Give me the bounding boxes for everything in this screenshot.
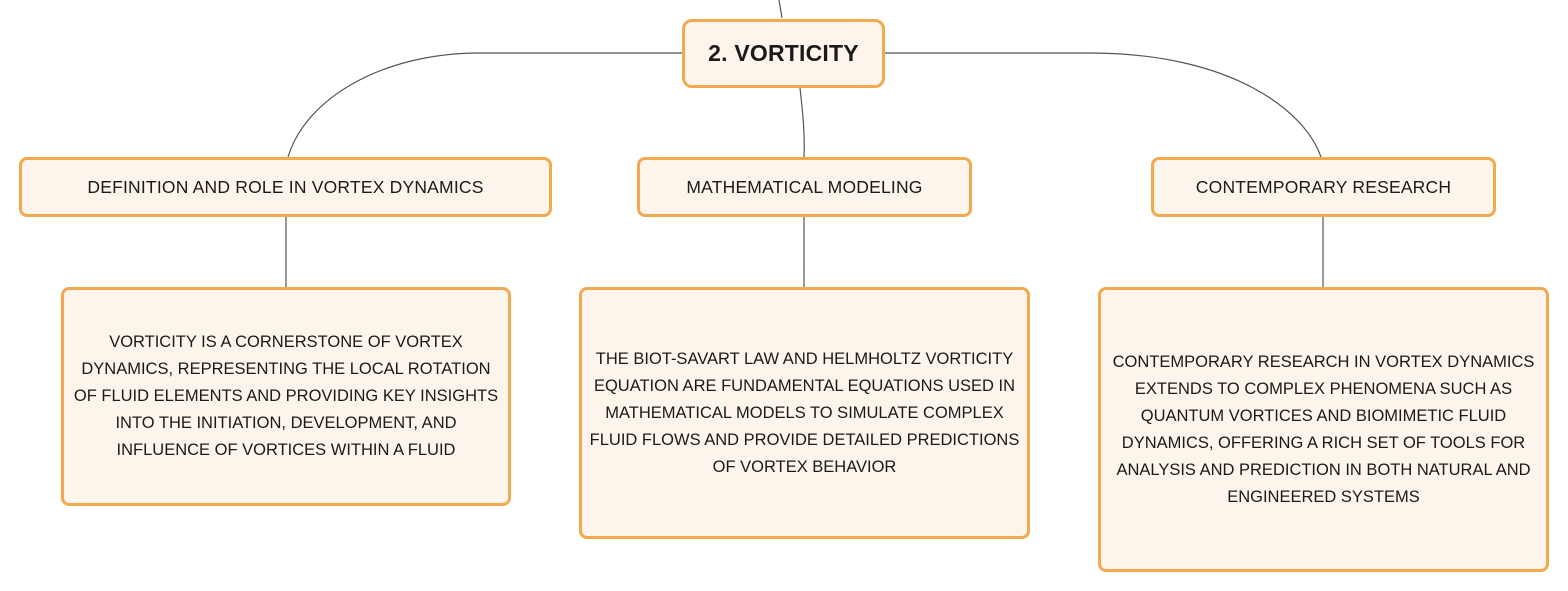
connector-root-to-topic-3: [885, 52, 1322, 158]
topic-node-contemporary-research[interactable]: CONTEMPORARY RESEARCH: [1151, 157, 1496, 217]
topic-node-label: DEFINITION AND ROLE IN VORTEX DYNAMICS: [87, 176, 484, 197]
topic-node-mathematical-modeling[interactable]: MATHEMATICAL MODELING: [637, 157, 972, 217]
root-node-vorticity[interactable]: 2. VORTICITY: [682, 19, 885, 88]
connector-root-to-topic-2: [799, 87, 805, 158]
detail-node-definition[interactable]: VORTICITY IS A CORNERSTONE OF VORTEX DYN…: [61, 287, 511, 506]
connector-parent-to-root: [778, 0, 783, 19]
topic-node-definition[interactable]: DEFINITION AND ROLE IN VORTEX DYNAMICS: [19, 157, 552, 217]
root-node-label: 2. VORTICITY: [708, 40, 859, 66]
detail-node-contemporary-research[interactable]: CONTEMPORARY RESEARCH IN VORTEX DYNAMICS…: [1098, 287, 1549, 572]
topic-node-label: CONTEMPORARY RESEARCH: [1195, 176, 1452, 197]
detail-node-text: THE BIOT-SAVART LAW AND HELMHOLTZ VORTIC…: [589, 349, 1020, 476]
connector-root-to-topic-1: [287, 52, 682, 158]
detail-node-text: VORTICITY IS A CORNERSTONE OF VORTEX DYN…: [73, 333, 499, 459]
detail-node-mathematical-modeling[interactable]: THE BIOT-SAVART LAW AND HELMHOLTZ VORTIC…: [579, 287, 1030, 539]
topic-node-label: MATHEMATICAL MODELING: [686, 176, 923, 197]
detail-node-text: CONTEMPORARY RESEARCH IN VORTEX DYNAMICS…: [1112, 352, 1535, 506]
